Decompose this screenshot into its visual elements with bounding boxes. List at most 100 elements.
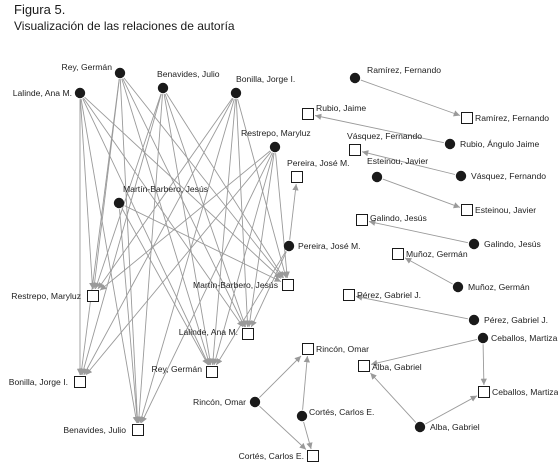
- work-label-esteinou: Esteinou, Javier: [475, 205, 536, 215]
- author-label-rubio: Rubio, Ángulo Jaime: [460, 139, 540, 149]
- author-label-restrepo: Restrepo, Maryluz: [241, 128, 311, 138]
- author-node-galindo: [468, 238, 480, 250]
- edge-a_rubio-to-w_rubio: [314, 113, 444, 144]
- author-node-pereira: [283, 240, 295, 252]
- work-label-lalinde: Lalinde, Ana M.: [179, 327, 238, 337]
- author-node-bonilla: [230, 87, 242, 99]
- edge-a_benavides-to-w_martin: [165, 92, 284, 279]
- edge-a_alba-to-w_ceballos: [425, 395, 478, 425]
- work-label-rubio: Rubio, Jaime: [316, 103, 366, 113]
- author-label-munoz: Muñoz, Germán: [468, 282, 530, 292]
- author-node-cortes: [296, 410, 308, 422]
- author-label-lalinde: Lalinde, Ana M.: [13, 88, 72, 98]
- nodes-layer: [74, 67, 490, 462]
- work-node-rubio: [302, 108, 314, 120]
- author-node-perez: [468, 314, 480, 326]
- edge-a_lalinde-to-w_lalinde: [83, 97, 244, 328]
- work-node-munoz: [392, 248, 404, 260]
- work-label-perez: Pérez, Gabriel J.: [357, 290, 421, 300]
- edge-a_benavides-to-w_benavides: [135, 94, 163, 424]
- edge-a_lalinde-to-w_benavides: [80, 99, 139, 424]
- edge-a_restrepo-to-w_restrepo: [99, 150, 271, 291]
- author-label-galindo: Galindo, Jesús: [484, 239, 541, 249]
- author-label-bonilla: Bonilla, Jorge I.: [236, 74, 295, 84]
- work-node-martin: [282, 279, 294, 291]
- work-node-rincon: [302, 343, 314, 355]
- author-label-ramirez: Ramírez, Fernando: [367, 65, 441, 75]
- work-node-alba: [358, 360, 370, 372]
- edge-a_pereira-to-w_lalinde: [250, 251, 287, 328]
- edge-a_ramirez-to-w_ramirez: [360, 79, 461, 117]
- author-node-rey: [114, 67, 126, 79]
- author-node-benavides: [157, 82, 169, 94]
- work-node-lalinde: [242, 328, 254, 340]
- author-label-cortes: Cortés, Carlos E.: [309, 407, 374, 417]
- edge-a_ceballos-to-w_alba: [370, 338, 478, 367]
- work-node-galindo: [356, 214, 368, 226]
- edge-a_restrepo-to-w_martin: [275, 153, 290, 279]
- edge-a_esteinou-to-w_esteinou: [382, 178, 461, 209]
- figure-title: Figura 5.: [14, 2, 66, 17]
- edges-layer: [76, 77, 487, 450]
- edge-a_pereira-to-w_rey: [215, 251, 287, 366]
- author-node-rincon: [249, 396, 261, 408]
- work-node-pereira: [291, 171, 303, 183]
- work-node-rey: [206, 366, 218, 378]
- work-node-restrepo: [87, 290, 99, 302]
- author-label-ceballos: Ceballos, Martiza: [491, 333, 558, 343]
- edge-a_benavides-to-w_rey: [163, 94, 213, 366]
- edge-a_rincon-to-w_rincon: [259, 355, 302, 398]
- work-label-bonilla: Bonilla, Jorge I.: [9, 377, 68, 387]
- edge-a_bonilla-to-w_lalinde: [235, 99, 251, 328]
- author-node-ceballos: [477, 332, 489, 344]
- work-label-ramirez: Ramírez, Fernando: [475, 113, 549, 123]
- work-label-cortes: Cortés, Carlos E.: [239, 451, 304, 461]
- author-node-rubio: [444, 138, 456, 150]
- edge-a_bonilla-to-w_martin: [237, 98, 288, 279]
- edge-a_benavides-to-w_restrepo: [94, 93, 162, 290]
- author-label-alba: Alba, Gabriel: [430, 422, 480, 432]
- edge-a_rey-to-w_benavides: [119, 79, 141, 424]
- work-label-munoz: Muñoz, Germán: [406, 249, 468, 259]
- work-node-cortes: [307, 450, 319, 462]
- author-label-martin: Martín-Barbero, Jesús: [123, 184, 208, 194]
- edge-a_rincon-to-w_cortes: [259, 405, 307, 450]
- work-node-perez: [343, 289, 355, 301]
- work-node-ramirez: [461, 112, 473, 124]
- edge-a_lalinde-to-w_restrepo: [79, 99, 96, 290]
- author-label-perez: Pérez, Gabriel J.: [484, 315, 548, 325]
- edge-a_galindo-to-w_galindo: [368, 219, 468, 244]
- author-node-esteinou: [371, 171, 383, 183]
- work-node-bonilla: [74, 376, 86, 388]
- edge-a_bonilla-to-w_bonilla: [83, 98, 234, 376]
- work-node-vasquez: [349, 144, 361, 156]
- work-label-martin: Martín-Barbero, Jesús: [193, 280, 278, 290]
- author-node-munoz: [452, 281, 464, 293]
- edge-a_ceballos-to-w_ceballos: [480, 344, 487, 386]
- author-label-vasquez: Vásquez, Fernando: [471, 171, 546, 181]
- work-label-alba: Alba, Gabriel: [372, 362, 422, 372]
- author-label-esteinou: Esteinou, Javier: [367, 156, 428, 166]
- edge-a_perez-to-w_perez: [355, 294, 468, 320]
- author-node-martin: [113, 197, 125, 209]
- edge-a_munoz-to-w_munoz: [404, 257, 453, 285]
- figure-subtitle: Visualización de las relaciones de autor…: [14, 19, 235, 33]
- edge-a_vasquez-to-w_vasquez: [361, 150, 456, 175]
- edge-a_martin-to-w_benavides: [119, 209, 141, 424]
- work-label-restrepo: Restrepo, Maryluz: [11, 291, 81, 301]
- work-label-pereira: Pereira, José M.: [287, 158, 350, 168]
- edge-a_restrepo-to-w_benavides: [140, 152, 273, 424]
- edge-a_rey-to-w_martin: [123, 77, 283, 279]
- author-label-rincon: Rincón, Omar: [193, 397, 246, 407]
- edge-a_restrepo-to-w_bonilla: [85, 151, 272, 376]
- author-label-pereira: Pereira, José M.: [298, 241, 361, 251]
- edge-a_martin-to-w_martin: [124, 205, 282, 283]
- edge-a_rey-to-w_lalinde: [122, 78, 246, 328]
- edge-a_lalinde-to-w_martin: [84, 96, 282, 279]
- work-node-benavides: [132, 424, 144, 436]
- edge-a_martin-to-w_rey: [121, 208, 209, 366]
- edge-a_restrepo-to-w_lalinde: [246, 153, 275, 328]
- work-label-rey: Rey, Germán: [152, 364, 203, 374]
